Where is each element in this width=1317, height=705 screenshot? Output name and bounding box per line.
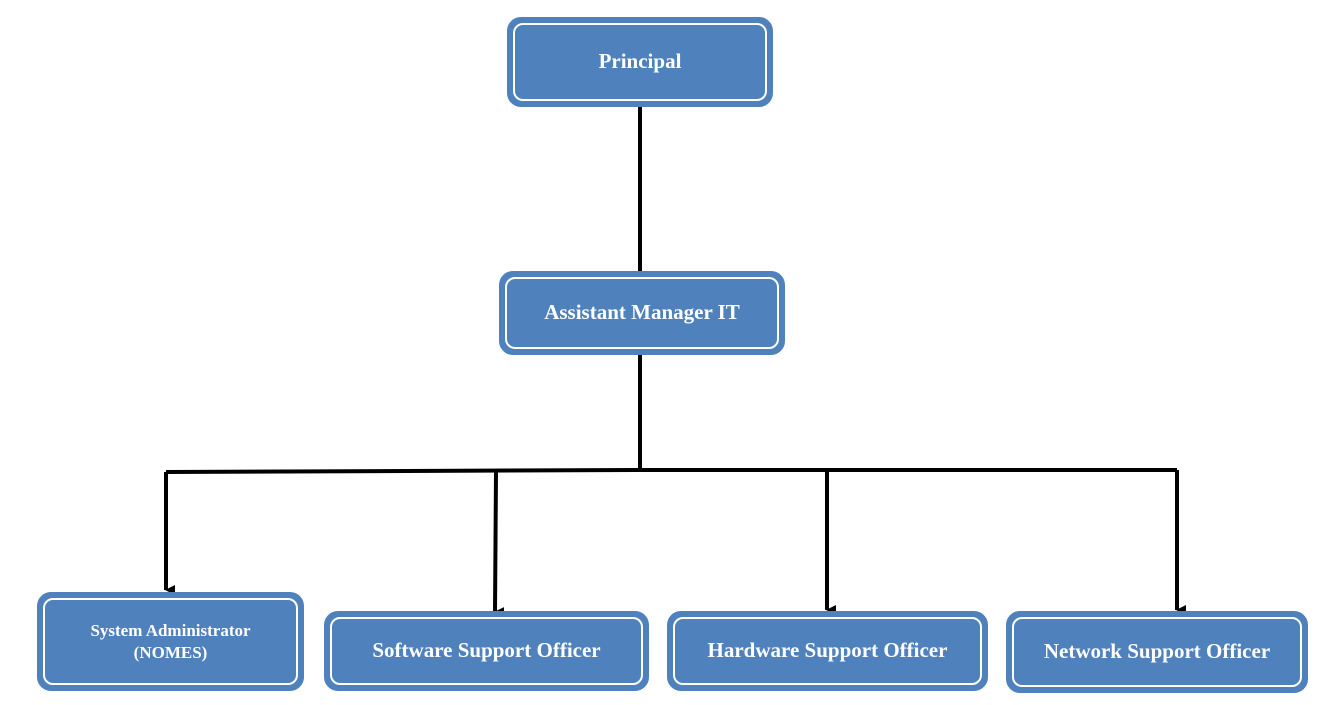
node-system-administrator-frame: System Administrator (NOMES) [43, 598, 298, 685]
node-assistant-manager-it-label: Assistant Manager IT [544, 300, 740, 325]
node-principal-label: Principal [598, 49, 682, 74]
node-assistant-manager-it: Assistant Manager IT [499, 271, 785, 355]
node-system-administrator-line2: (NOMES) [133, 642, 208, 662]
node-network-support-officer: Network Support Officer [1006, 611, 1308, 693]
node-hardware-support-officer-frame: Hardware Support Officer [673, 617, 982, 685]
node-hardware-support-officer-label: Hardware Support Officer [707, 638, 948, 663]
node-software-support-officer: Software Support Officer [324, 611, 649, 691]
node-system-administrator-label: System Administrator (NOMES) [90, 620, 250, 663]
node-network-support-officer-label: Network Support Officer [1043, 639, 1271, 664]
node-software-support-officer-label: Software Support Officer [372, 638, 601, 663]
node-network-support-officer-frame: Network Support Officer [1012, 617, 1302, 687]
node-hardware-support-officer: Hardware Support Officer [667, 611, 988, 691]
node-principal: Principal [507, 17, 773, 107]
node-software-support-officer-frame: Software Support Officer [330, 617, 643, 685]
node-system-administrator: System Administrator (NOMES) [37, 592, 304, 691]
node-assistant-manager-it-frame: Assistant Manager IT [505, 277, 779, 349]
node-system-administrator-line1: System Administrator [90, 621, 251, 641]
connector-horizontal-bus [165, 468, 1177, 474]
arrow-to-software-support-officer [493, 471, 505, 618]
node-principal-frame: Principal [513, 23, 767, 101]
